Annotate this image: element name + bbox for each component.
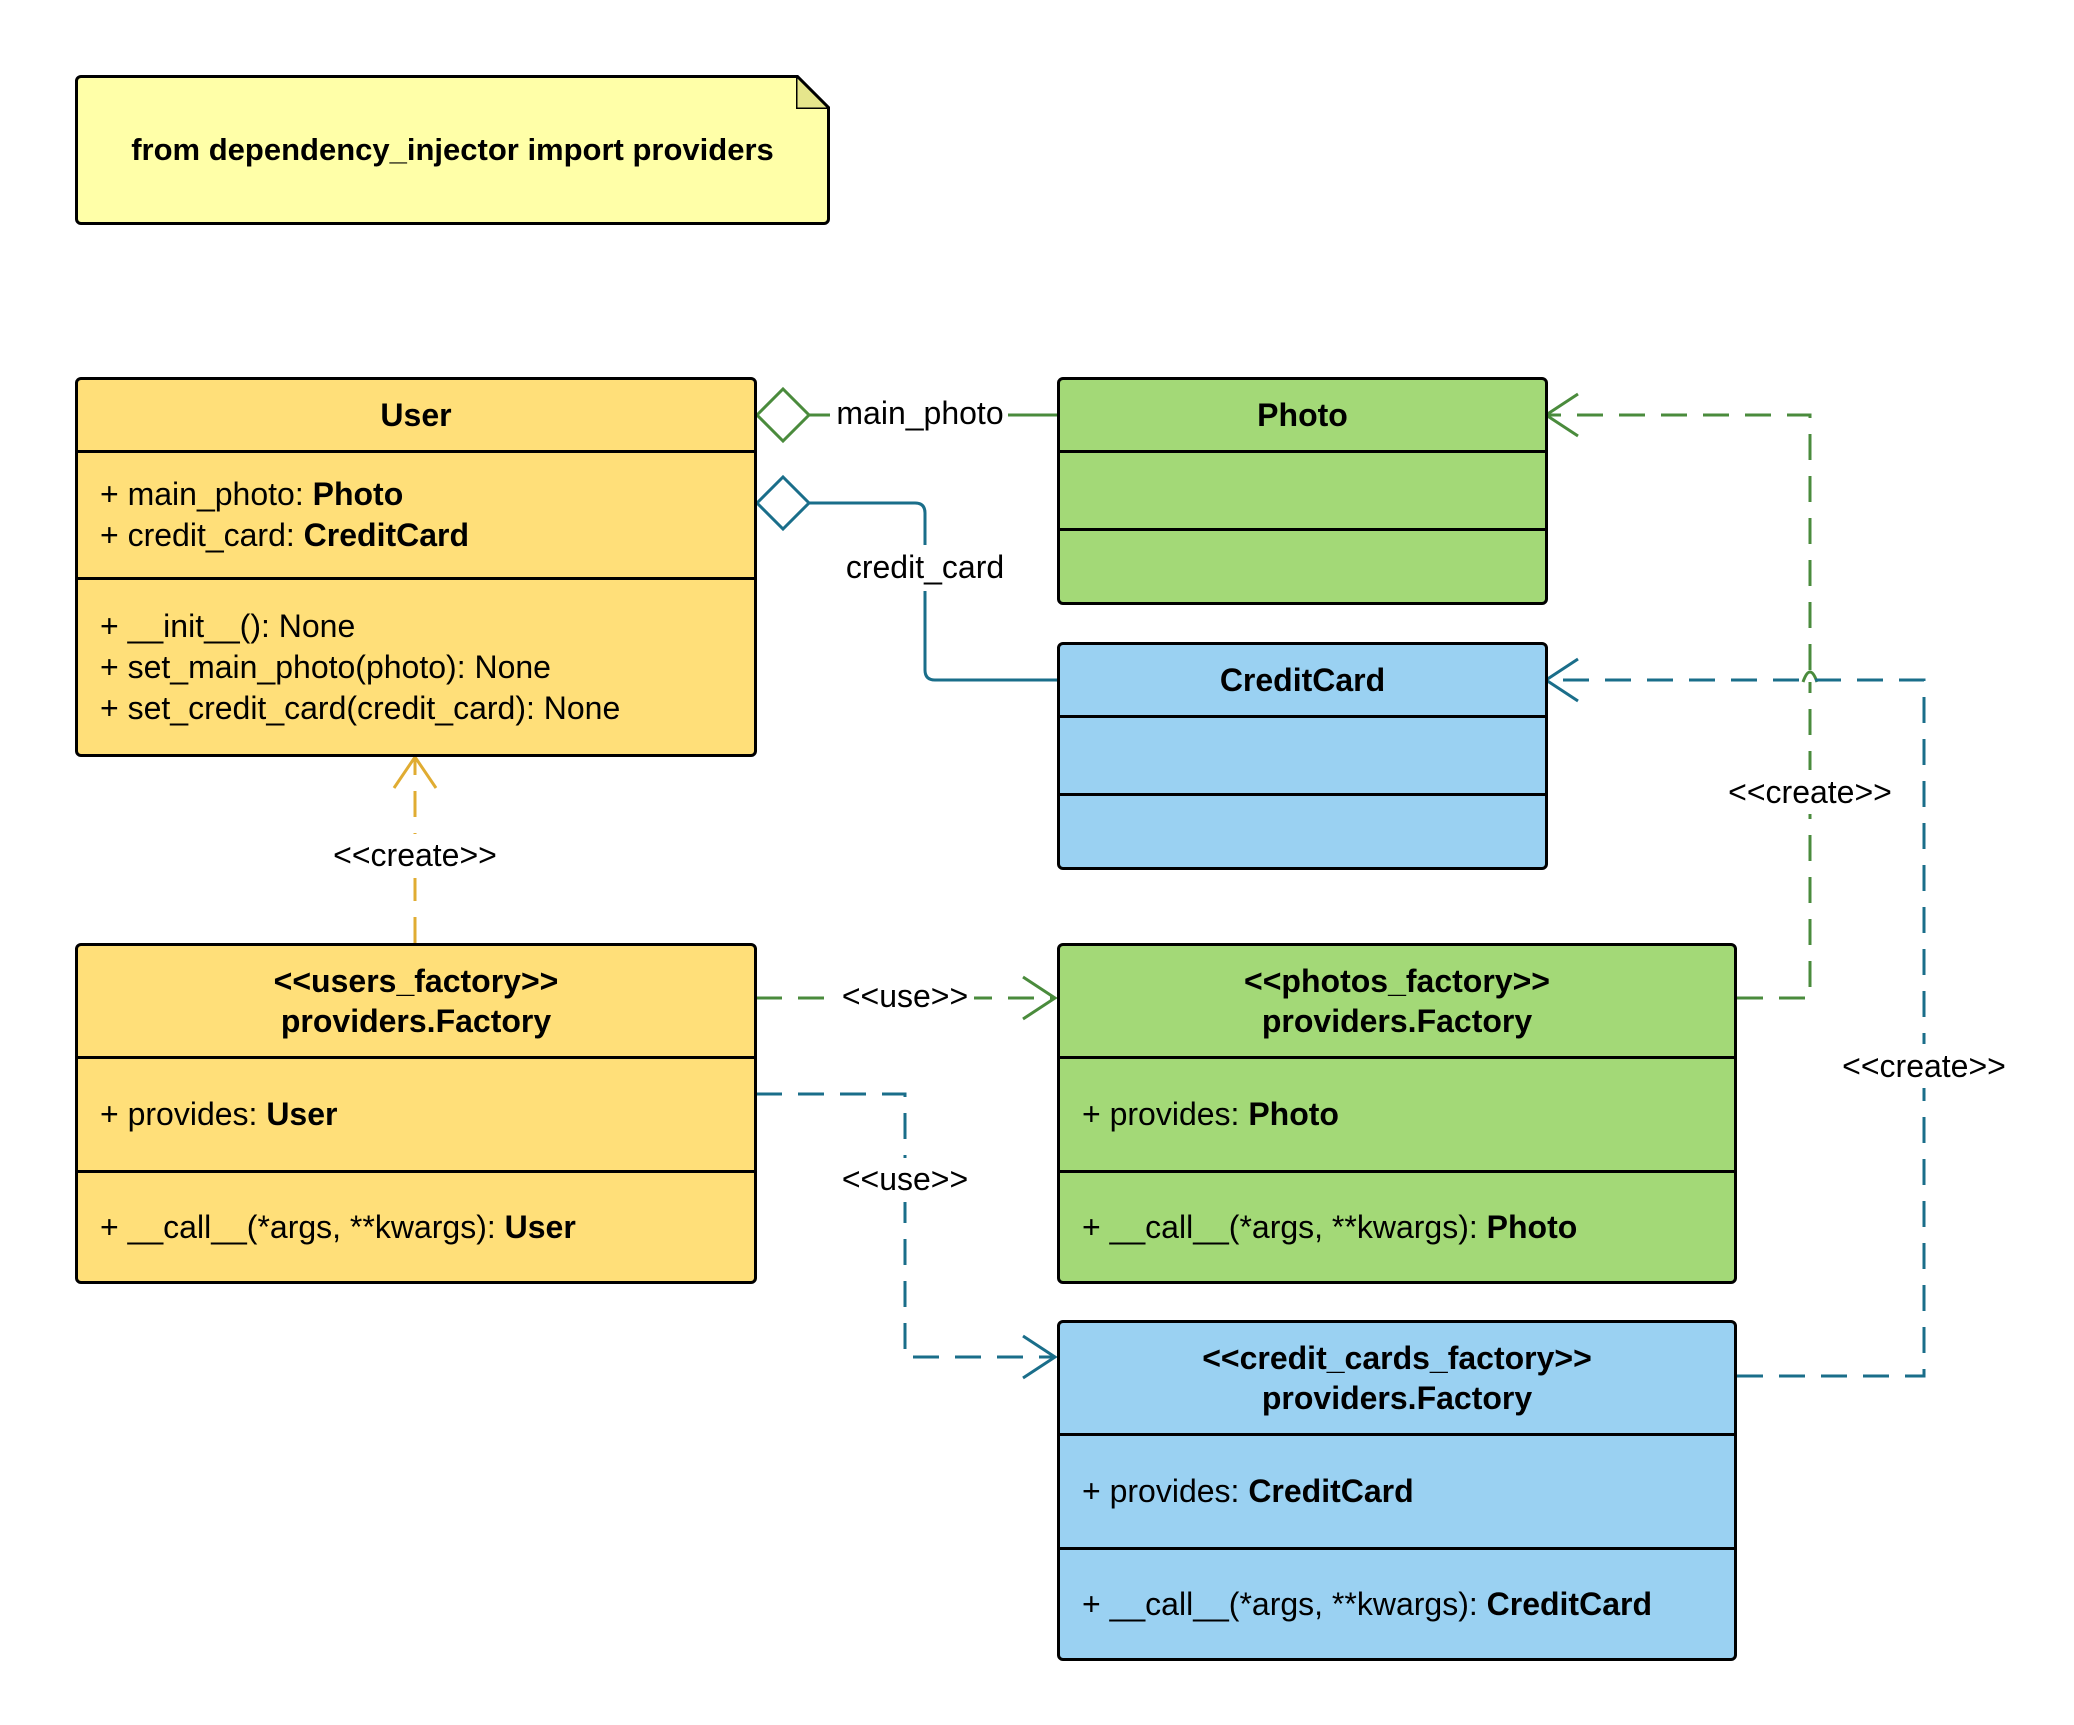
class-user: User + main_photo: Photo + credit_card: …: [75, 377, 757, 757]
attribute-main-photo: + main_photo: Photo: [100, 476, 404, 512]
class-users-factory-methods: + __call__(*args, **kwargs): User: [78, 1173, 754, 1281]
stereotype-credit-cards-factory: <<credit_cards_factory>>: [1202, 1340, 1592, 1376]
class-credit-cards-factory-header: <<credit_cards_factory>> providers.Facto…: [1060, 1323, 1734, 1436]
class-photos-factory-name: providers.Factory: [1261, 1003, 1533, 1039]
class-user-attributes: + main_photo: Photo + credit_card: Credi…: [78, 453, 754, 580]
class-photo-header: Photo: [1060, 380, 1545, 453]
stereotype-users-factory: <<users_factory>>: [273, 963, 559, 999]
method-set-main-photo: + set_main_photo(photo): None: [100, 648, 551, 685]
class-photo-methods: [1060, 531, 1545, 602]
class-credit-card-methods: [1060, 796, 1545, 867]
method-call: + __call__(*args, **kwargs): CreditCard: [1082, 1585, 1652, 1622]
class-user-header: User: [78, 380, 754, 453]
class-photos-factory-methods: + __call__(*args, **kwargs): Photo: [1060, 1173, 1734, 1281]
class-users-factory-header: <<users_factory>> providers.Factory: [78, 946, 754, 1059]
class-users-factory-attributes: + provides: User: [78, 1059, 754, 1173]
note-fold-icon: [796, 75, 830, 109]
class-credit-cards-factory: <<credit_cards_factory>> providers.Facto…: [1057, 1320, 1737, 1661]
edge-label-use-photos-factory: <<use>>: [842, 978, 968, 1014]
aggregation-line-credit-card: [809, 501, 1057, 682]
dependency-use-photos-factory: <<use>>: [756, 975, 1058, 1021]
class-photo: Photo: [1057, 377, 1548, 605]
class-credit-cards-factory-attributes: + provides: CreditCard: [1060, 1436, 1734, 1550]
note-text: from dependency_injector import provider…: [131, 132, 774, 167]
class-photos-factory: <<photos_factory>> providers.Factory + p…: [1057, 943, 1737, 1284]
attribute-provides: + provides: Photo: [1082, 1096, 1339, 1132]
class-photo-attributes: [1060, 453, 1545, 531]
class-credit-card: CreditCard: [1057, 642, 1548, 870]
aggregation-diamond-credit-card: [754, 474, 812, 532]
class-credit-cards-factory-name: providers.Factory: [1261, 1380, 1533, 1416]
dependency-use-credit-cards-factory: <<use>>: [756, 1092, 1058, 1380]
attribute-provides: + provides: CreditCard: [1082, 1473, 1414, 1509]
edge-label-create-photo: <<create>>: [1728, 774, 1892, 810]
edge-label-use-credit-cards-factory: <<use>>: [842, 1161, 968, 1197]
stereotype-photos-factory: <<photos_factory>>: [1244, 963, 1550, 999]
aggregation-diamond-main-photo: [754, 386, 812, 444]
edge-label-credit-card: credit_card: [846, 549, 1004, 585]
edge-label-main-photo: main_photo: [836, 395, 1003, 431]
attribute-credit-card: + credit_card: CreditCard: [100, 517, 470, 553]
method-init: + __init__(): None: [100, 607, 356, 644]
dependency-create-photo: <<create>>: [1543, 392, 1900, 1000]
class-user-name: User: [380, 397, 452, 433]
attribute-provides: + provides: User: [100, 1096, 338, 1132]
class-credit-cards-factory-methods: + __call__(*args, **kwargs): CreditCard: [1060, 1550, 1734, 1658]
class-credit-card-attributes: [1060, 718, 1545, 796]
dependency-create-user: <<create>>: [325, 754, 505, 943]
class-users-factory-name: providers.Factory: [280, 1003, 552, 1039]
method-call: + __call__(*args, **kwargs): Photo: [1082, 1208, 1578, 1245]
dependency-create-credit-card: <<create>>: [1543, 657, 2014, 1378]
edge-label-create-user: <<create>>: [333, 837, 497, 873]
method-set-credit-card: + set_credit_card(credit_card): None: [100, 689, 621, 726]
class-user-methods: + __init__(): None + set_main_photo(phot…: [78, 580, 754, 754]
class-photo-name: Photo: [1257, 397, 1348, 433]
method-call: + __call__(*args, **kwargs): User: [100, 1208, 576, 1245]
arrowhead-create-user: [392, 754, 438, 789]
aggregation-credit-card: credit_card: [754, 474, 1057, 682]
class-credit-card-name: CreditCard: [1219, 662, 1386, 698]
class-users-factory: <<users_factory>> providers.Factory + pr…: [75, 943, 757, 1284]
import-note: from dependency_injector import provider…: [75, 75, 830, 225]
arrowhead-use-photos-factory: [1022, 975, 1058, 1021]
class-photos-factory-attributes: + provides: Photo: [1060, 1059, 1734, 1173]
class-photos-factory-header: <<photos_factory>> providers.Factory: [1060, 946, 1734, 1059]
aggregation-main-photo: main_photo: [754, 386, 1057, 444]
edge-label-create-credit-card: <<create>>: [1842, 1048, 2006, 1084]
line-hop-photo: [1801, 670, 1819, 683]
arrowhead-use-credit-cards-factory: [1022, 1334, 1058, 1380]
class-credit-card-header: CreditCard: [1060, 645, 1545, 718]
